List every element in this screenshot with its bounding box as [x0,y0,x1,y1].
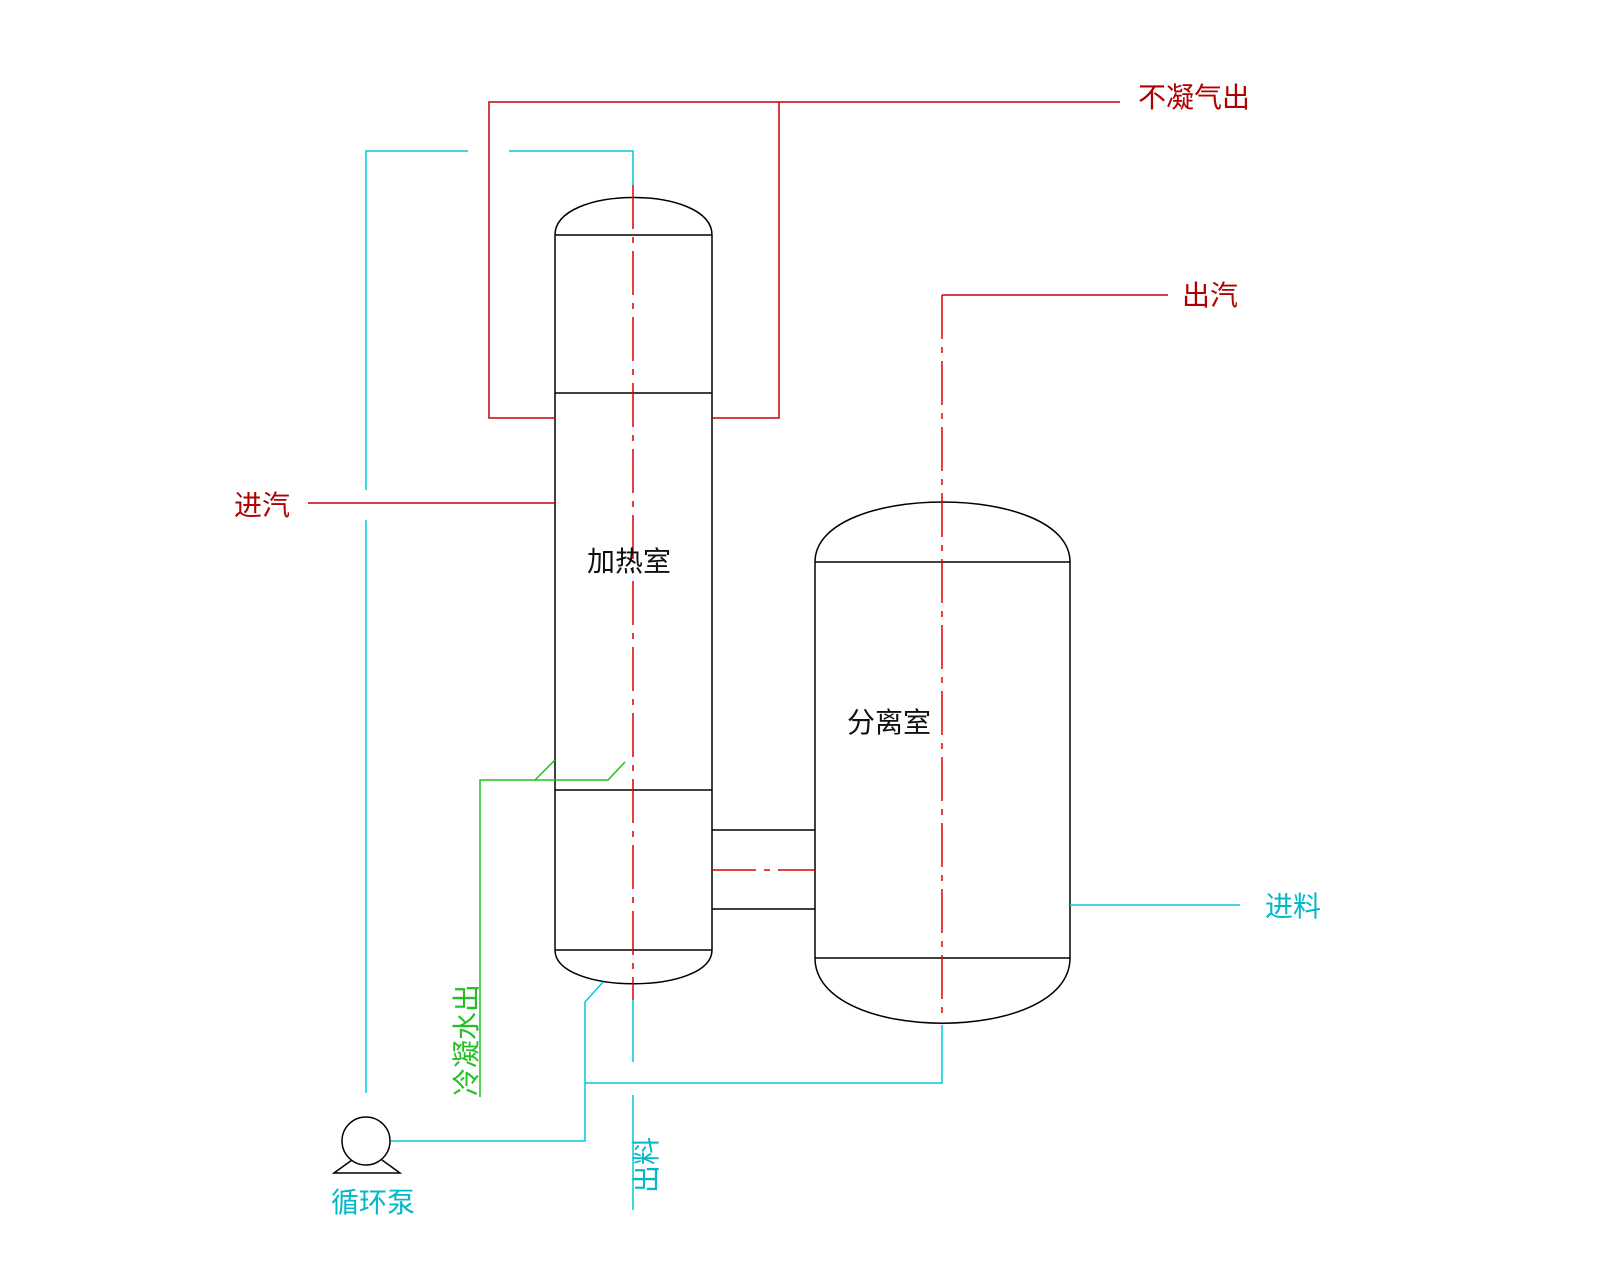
separator-bottom-line [585,1025,943,1084]
circulation-pump-label: 循环泵 [331,1186,415,1219]
noncondensable-gas-branch [712,102,780,419]
condensate-inner-line [535,761,626,781]
noncondensable-out-label: 不凝气出 [1138,81,1250,114]
separation-chamber-label: 分离室 [847,706,931,739]
condensate-out-line [479,759,556,1097]
discharge-label: 出料 [630,1137,663,1193]
circulation-pump-icon [331,1116,403,1174]
noncondensable-gas-line [488,101,1120,419]
circulation-top-line-right [509,150,634,185]
steam-out-label: 出汽 [1182,279,1238,312]
steam-in-label: 进汽 [234,489,290,522]
heater-bottom-to-pump-line [391,981,604,1142]
circulation-top-line [365,150,468,490]
feed-in-label: 进料 [1265,890,1321,923]
heating-chamber-label: 加热室 [587,545,671,578]
condensate-out-label: 冷凝水出 [450,984,483,1096]
connecting-pipe [712,829,815,910]
